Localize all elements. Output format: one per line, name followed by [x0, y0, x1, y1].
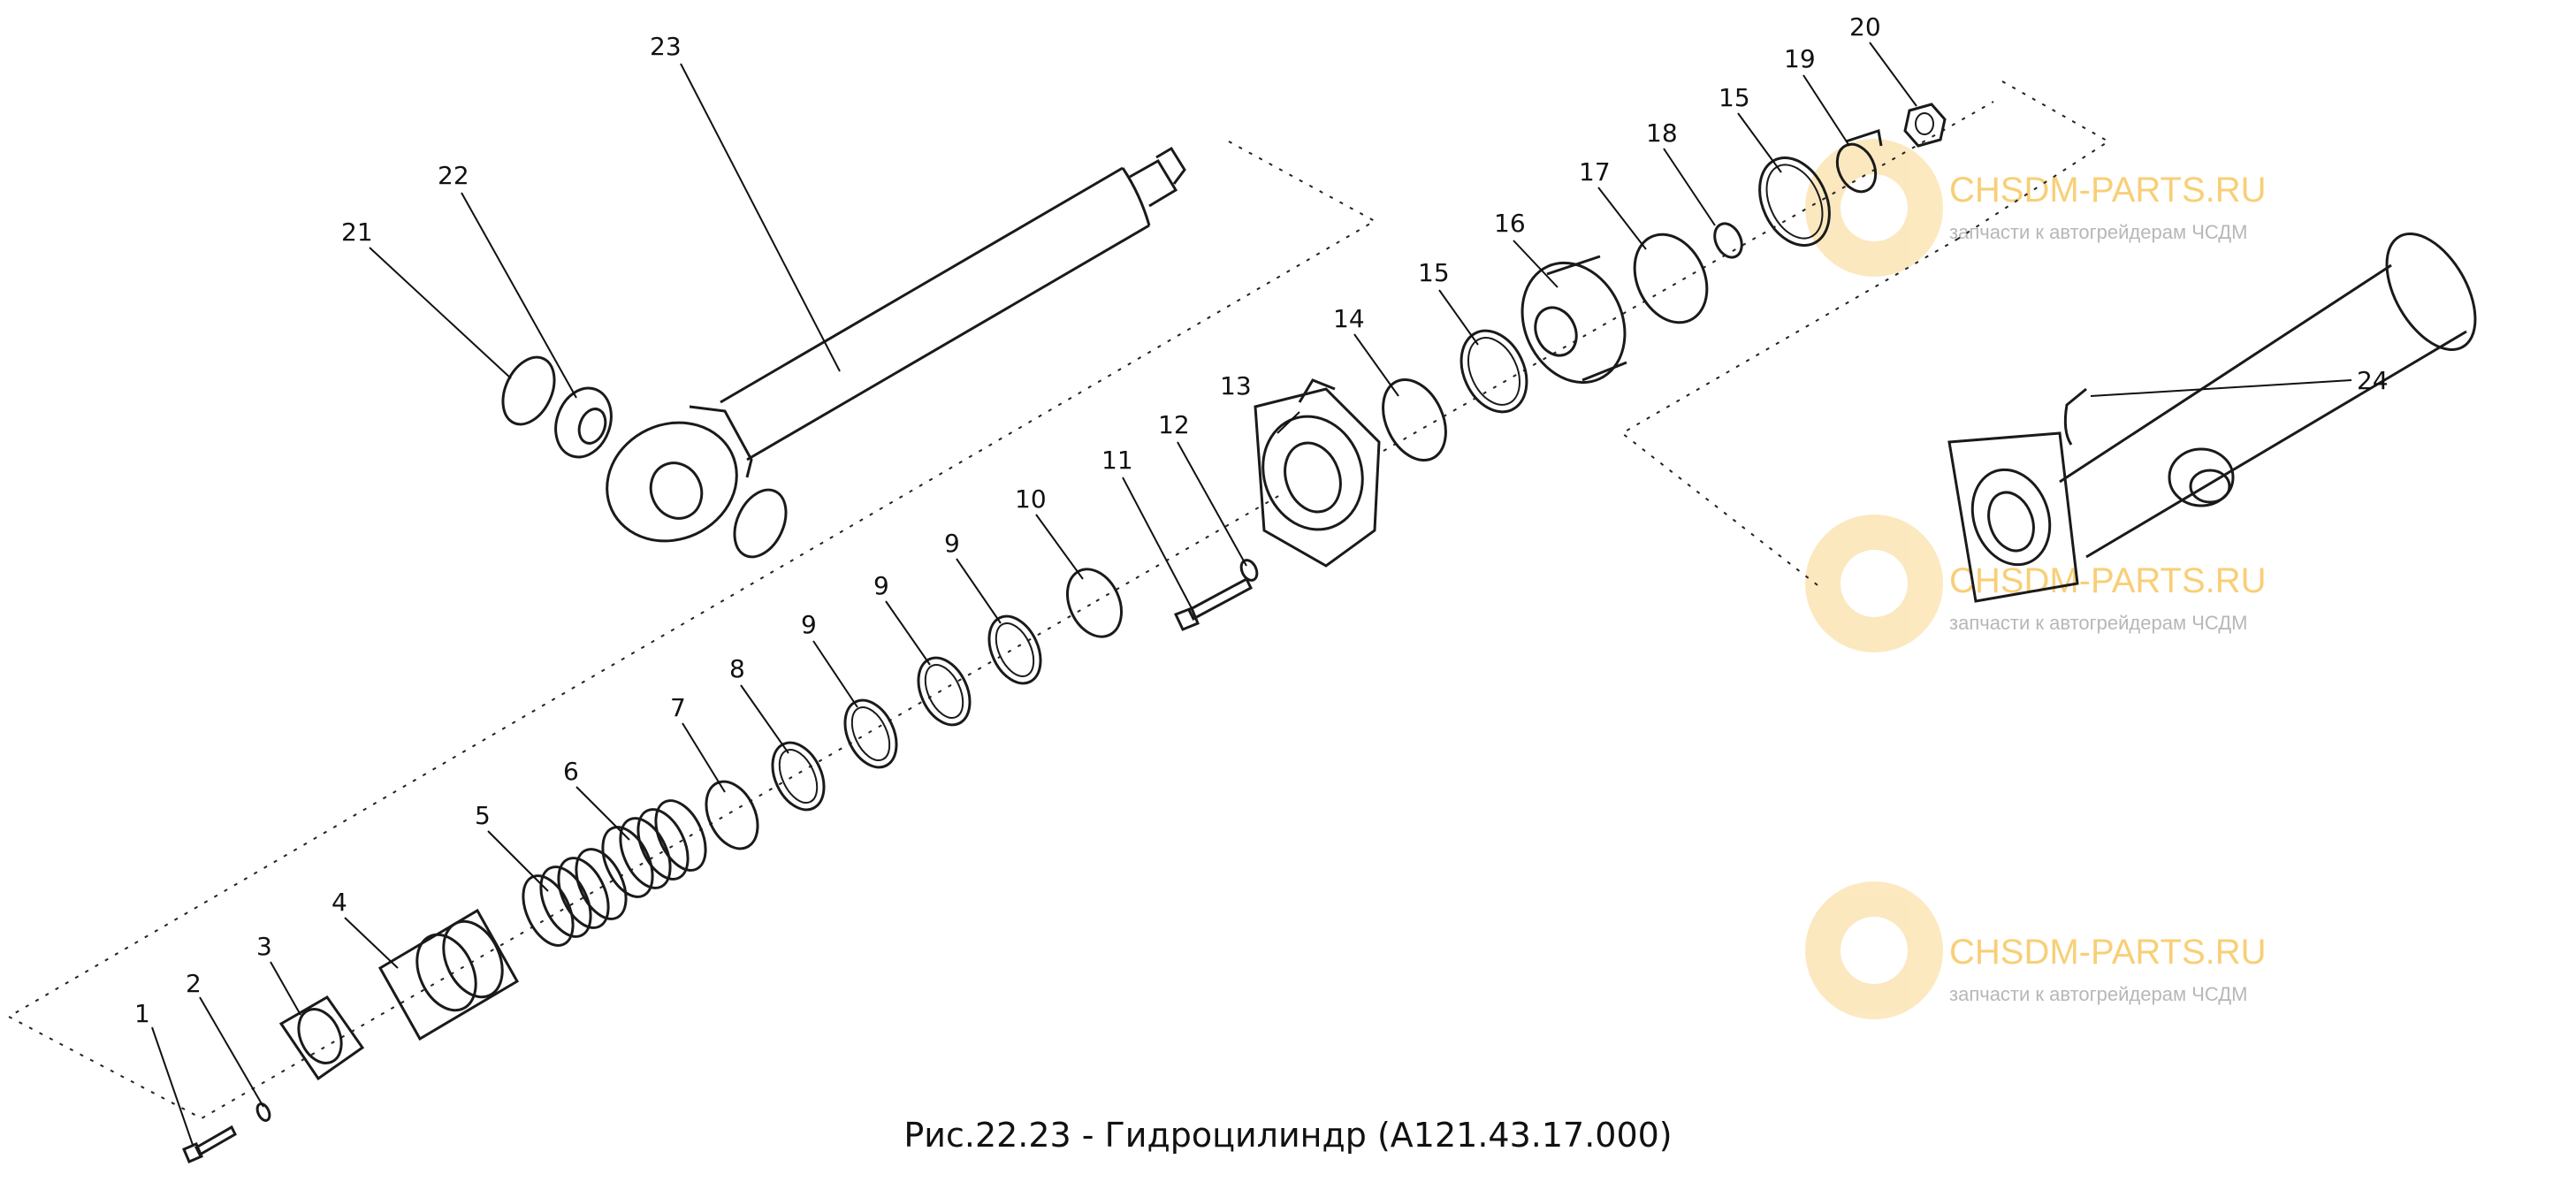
- callout-6: 6: [563, 757, 579, 786]
- ring-10: [1066, 568, 1123, 638]
- washer-2: [255, 1102, 271, 1122]
- o-ring-18: [1713, 222, 1743, 259]
- callout-20: 20: [1849, 12, 1881, 42]
- callout-22: 22: [438, 161, 469, 190]
- callout-19: 19: [1784, 44, 1816, 73]
- ring-8: [771, 741, 826, 812]
- flange-3: [278, 995, 365, 1081]
- callout-16: 16: [1494, 209, 1526, 238]
- bushing-22: [554, 386, 613, 459]
- callout-15b: 15: [1719, 83, 1750, 112]
- watermark-brand: CHSDM-PARTS.RU: [1949, 933, 2267, 972]
- callout-18: 18: [1646, 118, 1678, 148]
- seal-ring-15a: [1459, 329, 1528, 414]
- piston-16: [1520, 255, 1627, 385]
- packing-5: [522, 848, 628, 947]
- o-ring-14: [1382, 377, 1447, 462]
- callout-9c: 9: [944, 529, 960, 558]
- washer-12: [1239, 559, 1259, 582]
- piston-rod: [606, 146, 1186, 543]
- assembly-axes: [6, 80, 2110, 1120]
- callout-15a: 15: [1418, 258, 1450, 287]
- watermark-middle: CHSDM-PARTS.RU запчасти к автогрейдерам …: [1805, 515, 2267, 652]
- bolt-11: [1173, 576, 1253, 631]
- callout-9b: 9: [873, 571, 889, 600]
- watermark-top: CHSDM-PARTS.RU запчасти к автогрейдерам …: [1805, 139, 2267, 277]
- callout-11: 11: [1101, 446, 1133, 475]
- watermark-brand: CHSDM-PARTS.RU: [1949, 171, 2267, 210]
- callout-5: 5: [475, 801, 491, 830]
- seal-ring-15b: [1758, 156, 1831, 248]
- watermark-gear-icon: [1805, 881, 1943, 1019]
- callout-3: 3: [256, 932, 272, 961]
- ring-7: [705, 780, 759, 850]
- gland-13: [1254, 378, 1381, 568]
- cover-4: [377, 908, 520, 1041]
- watermark-gear-icon: [1805, 515, 1943, 652]
- lock-washer-19: [1835, 129, 1883, 194]
- callout-8: 8: [729, 654, 745, 683]
- ring-9a: [987, 614, 1042, 685]
- callout-17: 17: [1579, 157, 1611, 187]
- leader-lines: [151, 42, 2352, 1146]
- watermark-brand: CHSDM-PARTS.RU: [1949, 561, 2267, 600]
- callout-7: 7: [670, 693, 686, 722]
- packing-6: [601, 799, 707, 898]
- callout-10: 10: [1015, 484, 1047, 514]
- callout-14: 14: [1333, 304, 1365, 333]
- callouts: 1 2 3 4 5 6 7 8 9 9 9 9 10 11 12 13 14 1…: [134, 12, 2389, 1028]
- callout-24: 24: [2357, 366, 2389, 395]
- cylinder-body: [1947, 233, 2477, 603]
- bolt-1: [182, 1125, 237, 1163]
- watermark-tagline: запчасти к автогрейдерам ЧСДМ: [1949, 221, 2248, 243]
- ring-9b: [917, 656, 972, 727]
- callout-2: 2: [186, 969, 202, 998]
- figure-caption: Рис.22.23 - Гидроцилиндр (А121.43.17.000…: [903, 1116, 1673, 1155]
- watermark-gear-icon: [1805, 139, 1943, 277]
- callout-21: 21: [341, 217, 373, 247]
- callout-9a: 9: [801, 610, 817, 639]
- watermark-tagline: запчасти к автогрейдерам ЧСДМ: [1949, 983, 2248, 1005]
- ring-17: [1633, 233, 1709, 324]
- watermark-bottom: CHSDM-PARTS.RU запчасти к автогрейдерам …: [1805, 881, 2267, 1019]
- callout-13: 13: [1220, 371, 1252, 400]
- watermark-tagline: запчасти к автогрейдерам ЧСДМ: [1949, 612, 2248, 634]
- callout-1: 1: [134, 999, 150, 1028]
- callout-4: 4: [332, 888, 347, 917]
- nut-20: [1903, 103, 1947, 148]
- ring-9c: [843, 698, 898, 769]
- retaining-ring-21: [501, 355, 788, 559]
- callout-12: 12: [1158, 410, 1190, 439]
- callout-23: 23: [650, 32, 682, 61]
